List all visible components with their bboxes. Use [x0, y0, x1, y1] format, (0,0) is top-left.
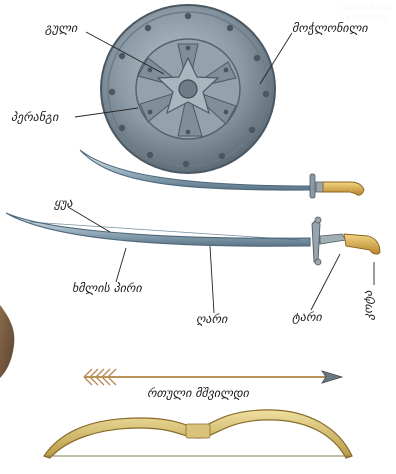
- label-kotsa: კოტა: [362, 290, 374, 320]
- label-rtuli-mshvildi: რთული მშვილდი: [147, 387, 249, 399]
- leather-fragment: [0, 305, 14, 378]
- label-guli: გული: [45, 22, 77, 34]
- label-perangi: პერანგი: [11, 111, 58, 123]
- shield: [101, 5, 275, 173]
- watermark: ᲐᲠᲘᲡᲗᲕᲘᲜ ᲑᲘᲑᲚᲘᲝ: [340, 2, 394, 26]
- arrow: [84, 369, 342, 385]
- label-khmlis-piri: ხმლის პირი: [72, 282, 142, 294]
- label-tari: ტარი: [292, 311, 322, 323]
- label-qua: ყუა: [54, 197, 73, 209]
- composite-bow: [44, 410, 352, 458]
- label-ghari: ღარი: [196, 313, 227, 325]
- lower-sabre: [6, 213, 380, 265]
